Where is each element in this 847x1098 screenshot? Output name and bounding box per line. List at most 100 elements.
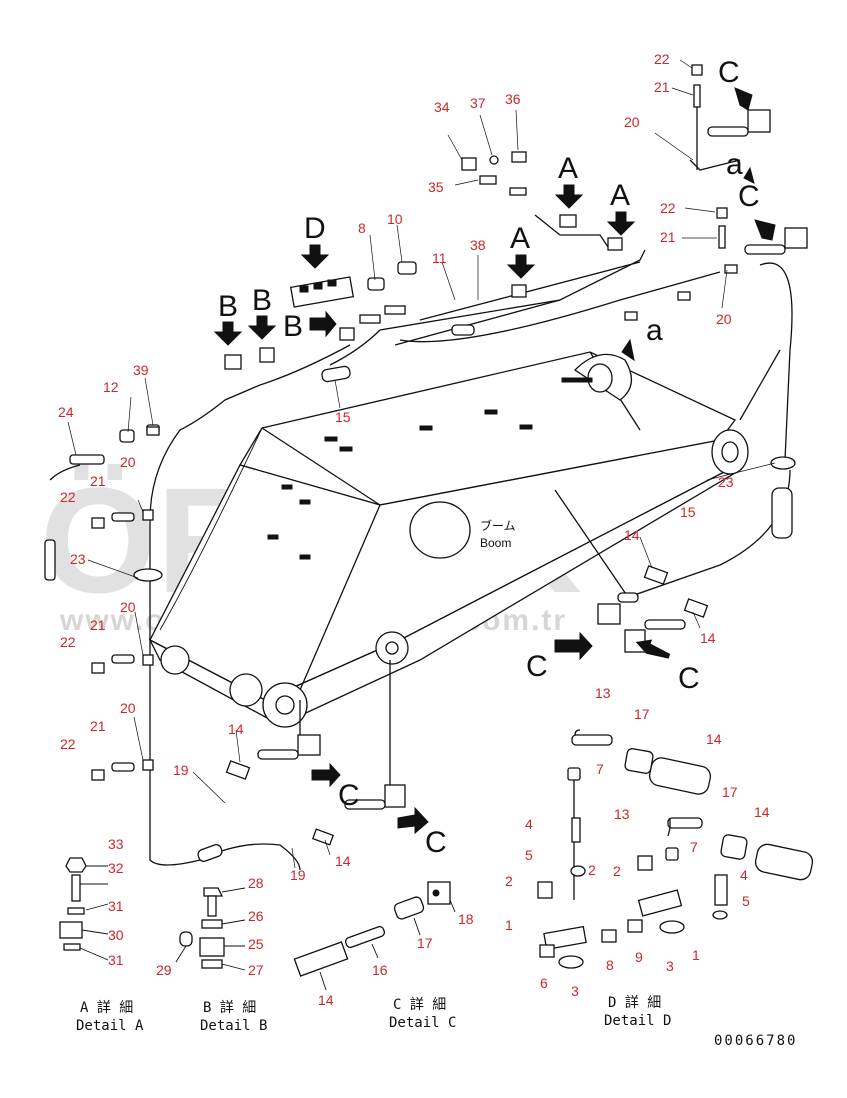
view-d-label: D: [304, 212, 326, 245]
view-a-label-1: A: [558, 152, 578, 185]
callout-21: 21: [90, 617, 106, 633]
clamp-a3: [607, 237, 623, 251]
callout-23: 23: [70, 551, 86, 567]
callout-7: 7: [690, 839, 698, 855]
detail-d-drawing: [537, 729, 814, 969]
callout-numbers: 22 21 20 34 37 36 35 22 21 20 8 10 11 38…: [58, 51, 770, 1008]
callout-29: 29: [156, 962, 172, 978]
callout-16: 16: [372, 962, 388, 978]
callout-14: 14: [706, 731, 722, 747]
detail-c-drawing: [293, 881, 456, 991]
callout-14: 14: [335, 853, 351, 869]
view-letters: D A A A B B B C C C C C C a a: [218, 56, 760, 859]
sensor-c-top1: [747, 109, 771, 133]
detail-a-caption-en: Detail A: [76, 1018, 144, 1034]
callout-2: 2: [613, 863, 621, 879]
callout-22: 22: [60, 634, 76, 650]
connector-block-d: [289, 261, 417, 324]
clamp-b1: [224, 354, 242, 370]
view-c-label-5: C: [338, 779, 360, 812]
main-connectors: [69, 64, 808, 846]
callout-38: 38: [470, 237, 486, 253]
detail-captions: A 詳 細 Detail A B 詳 細 Detail B C 詳 細 Deta…: [76, 995, 797, 1049]
sensor-c-low1: [297, 734, 321, 756]
callout-32: 32: [108, 860, 124, 876]
callout-4: 4: [525, 816, 533, 832]
callout-21: 21: [90, 473, 106, 489]
detail-b-drawing: [175, 887, 246, 971]
callout-23: 23: [718, 474, 734, 490]
view-c-label-2: C: [738, 180, 760, 213]
callout-17: 17: [634, 706, 650, 722]
callout-20: 20: [624, 114, 640, 130]
plate-lugs: [267, 377, 593, 560]
clamp-a1: [511, 284, 527, 298]
drawing-number: 00066780: [714, 1033, 797, 1049]
view-a-label-2: A: [610, 179, 630, 212]
callout-1: 1: [692, 947, 700, 963]
callout-13: 13: [595, 685, 611, 701]
detail-d-caption-en: Detail D: [604, 1013, 671, 1029]
callout-5: 5: [742, 893, 750, 909]
callout-21: 21: [660, 229, 676, 245]
callout-14: 14: [318, 992, 334, 1008]
callout-8: 8: [358, 220, 366, 236]
callout-21: 21: [90, 718, 106, 734]
callout-14: 14: [624, 527, 640, 543]
callout-15: 15: [335, 409, 351, 425]
callout-20: 20: [716, 311, 732, 327]
callout-19: 19: [290, 867, 306, 883]
view-arrows: [213, 87, 776, 835]
callout-14: 14: [700, 630, 716, 646]
harness-lines: [44, 95, 793, 871]
callout-25: 25: [248, 936, 264, 952]
detail-b-caption-jp: B 詳 細: [203, 1000, 256, 1016]
callout-22: 22: [60, 736, 76, 752]
detail-c-caption-jp: C 詳 細: [393, 997, 446, 1013]
sensor-c-low2: [384, 784, 406, 808]
detail-c-caption-en: Detail C: [389, 1015, 456, 1031]
callout-33: 33: [108, 836, 124, 852]
callout-13: 13: [614, 806, 630, 822]
callout-31: 31: [108, 952, 124, 968]
detail-a-drawing: [59, 857, 109, 961]
callout-36: 36: [505, 91, 521, 107]
callout-10: 10: [387, 211, 403, 227]
view-small-a-2: a: [646, 314, 663, 347]
callout-39: 39: [133, 362, 149, 378]
view-small-a-1: a: [726, 148, 743, 181]
sensor-c-mid1: [597, 603, 621, 625]
detail-b-caption-en: Detail B: [200, 1018, 267, 1034]
callout-37: 37: [470, 95, 486, 111]
callout-35: 35: [428, 179, 444, 195]
callout-17: 17: [722, 784, 738, 800]
callout-12: 12: [103, 379, 119, 395]
callout-18: 18: [458, 911, 474, 927]
callout-22: 22: [60, 489, 76, 505]
arrow-d-down: [300, 244, 330, 269]
view-b-label-3: B: [283, 310, 303, 343]
view-c-label-3: C: [526, 650, 548, 683]
leader-lines: [67, 59, 776, 869]
callout-30: 30: [108, 927, 124, 943]
view-b-label-1: B: [218, 290, 238, 323]
callout-22: 22: [660, 200, 676, 216]
sensor-c-top2: [784, 227, 808, 249]
clamp-a2: [559, 214, 577, 228]
callout-26: 26: [248, 908, 264, 924]
boom-body: ブーム Boom: [148, 351, 749, 728]
view-c-label-1: C: [718, 56, 740, 89]
view-a-label-3: A: [510, 222, 530, 255]
view-b-label-2: B: [252, 284, 272, 317]
callout-7: 7: [596, 761, 604, 777]
callout-3: 3: [666, 958, 674, 974]
callout-2: 2: [505, 873, 513, 889]
clamp-b2: [259, 347, 275, 363]
callout-31: 31: [108, 898, 124, 914]
callout-2: 2: [588, 862, 596, 878]
boom-label-jp: ブーム: [480, 518, 516, 533]
callout-14: 14: [228, 721, 244, 737]
callout-28: 28: [248, 875, 264, 891]
callout-4: 4: [740, 867, 748, 883]
